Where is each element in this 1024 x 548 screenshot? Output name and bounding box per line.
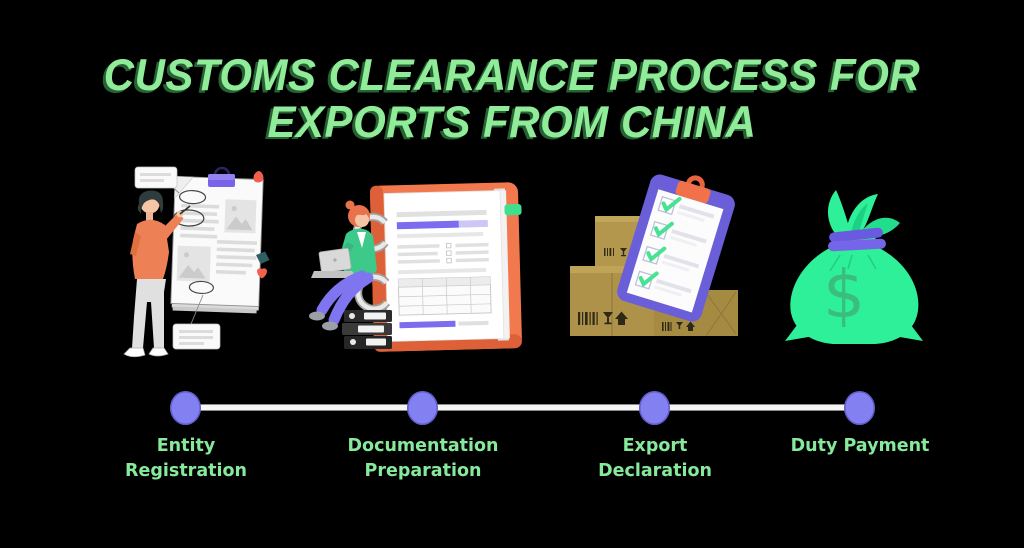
- annotated-document: [170, 176, 264, 314]
- illustration-entity-registration: [123, 166, 270, 358]
- step-label-export-declaration: Export Declaration: [598, 436, 712, 481]
- shipping-marks-right: [662, 321, 695, 331]
- callout-note-top: [134, 166, 178, 189]
- binder-clip-icon: [208, 166, 235, 187]
- red-droplet-icon: [253, 171, 264, 183]
- ring-binder: [352, 182, 522, 352]
- illustration-documentation-preparation: [309, 182, 522, 352]
- timeline-dot-4: [844, 391, 875, 425]
- sitting-person: [309, 200, 377, 331]
- bag-tie-icon: [828, 227, 886, 252]
- binder-rings-icon: [352, 212, 391, 313]
- step-label-entity-registration: Entity Registration: [125, 436, 247, 481]
- timeline-dot-2: [407, 391, 438, 425]
- page-title: CUSTOMS CLEARANCE PROCESS FOR EXPORTS FR…: [0, 49, 1024, 147]
- step-label-documentation-preparation: Documentation Preparation: [347, 436, 499, 481]
- man-figure: [123, 190, 191, 358]
- table-grid: [397, 276, 492, 316]
- clip-icon: [675, 180, 711, 204]
- shipping-marks-left: [578, 311, 628, 325]
- checklist-rows: [634, 195, 715, 297]
- step-label-duty-payment: Duty Payment: [790, 436, 930, 456]
- callout-note-bottom: [172, 323, 221, 350]
- checklist-clipboard: [617, 174, 735, 322]
- timeline-line: [186, 405, 860, 410]
- bookmark-tab-icon: [504, 204, 522, 216]
- teal-diamond-icon: [256, 251, 270, 264]
- illustration-duty-payment: $: [785, 190, 923, 344]
- money-bag-icon: $: [785, 190, 923, 344]
- laptop-icon: [311, 247, 357, 278]
- timeline-dot-3: [639, 391, 670, 425]
- dollar-sign-icon: $: [823, 256, 865, 333]
- illustration-export-declaration: [570, 174, 738, 337]
- red-heart-icon: [257, 268, 267, 279]
- page-title-line2: EXPORTS FROM CHINA: [267, 96, 757, 147]
- timeline-dot-1: [170, 391, 201, 425]
- binder-stack: [342, 310, 392, 349]
- page-title-line1: CUSTOMS CLEARANCE PROCESS FOR: [103, 49, 921, 100]
